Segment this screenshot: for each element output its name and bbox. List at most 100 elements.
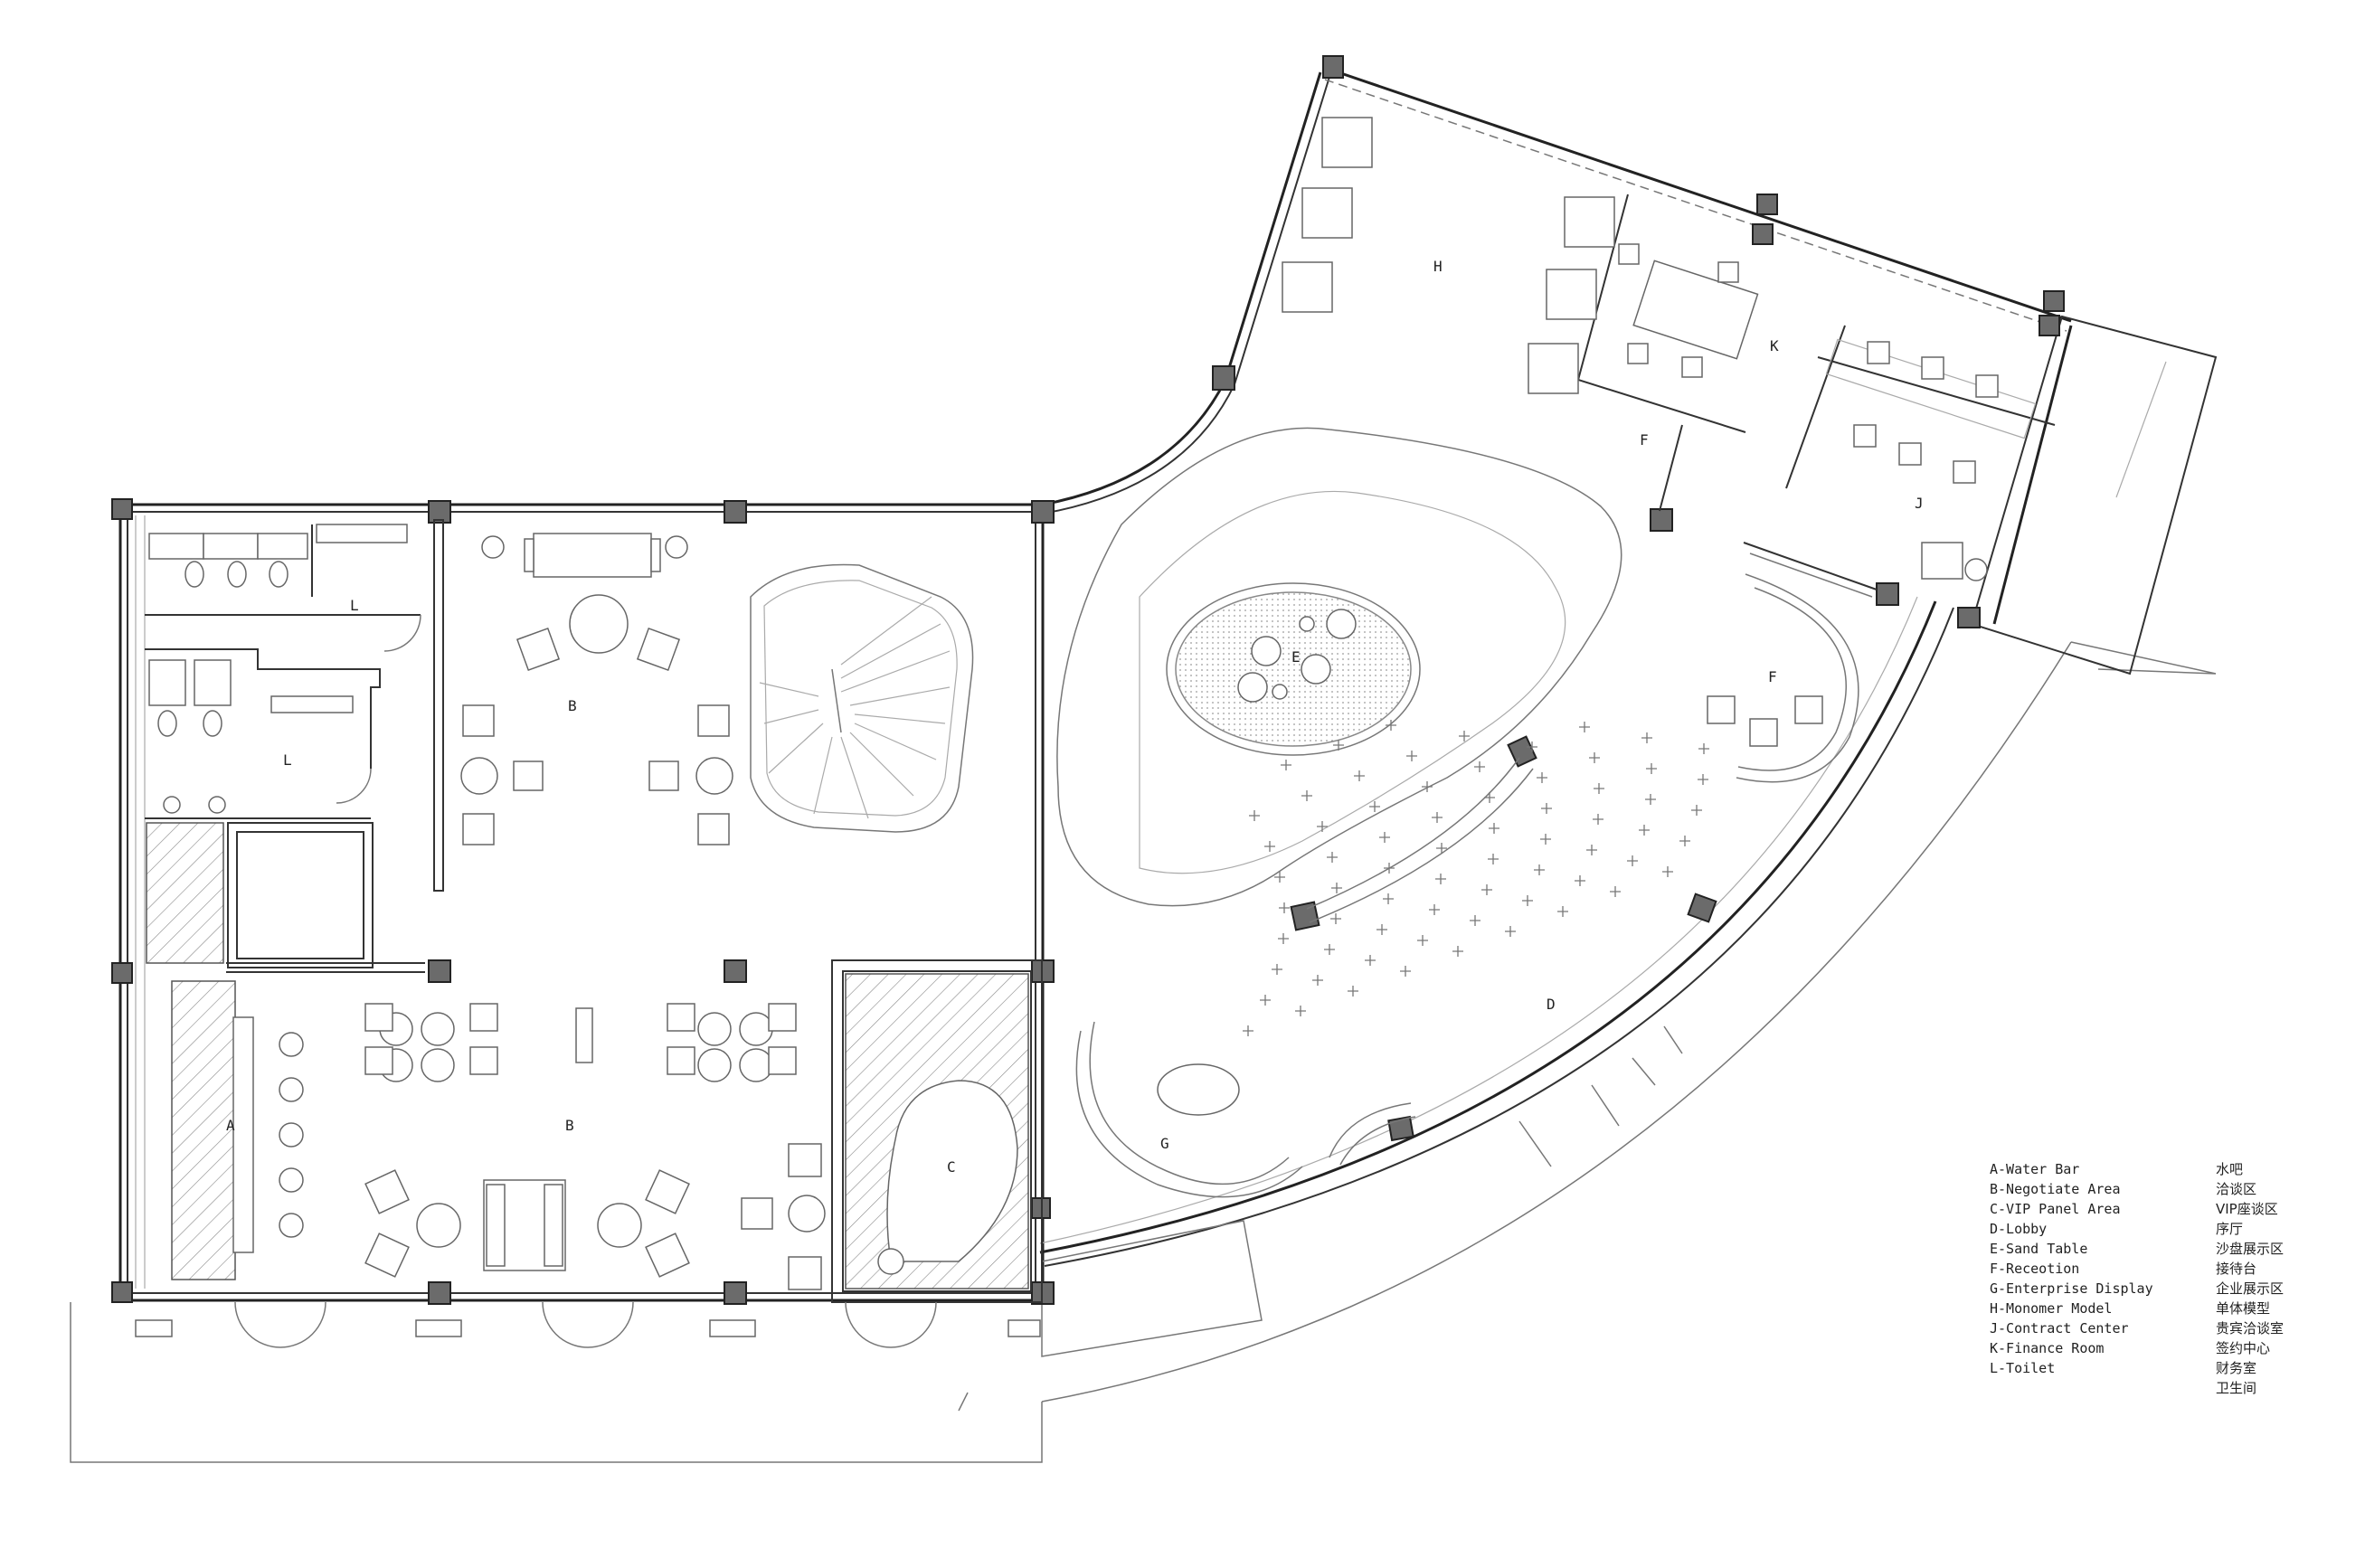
legend-english-label: G-Enterprise Display	[1990, 1280, 2153, 1297]
legend-english-label: E-Sand Table	[1990, 1241, 2088, 1257]
lobby-marker	[1589, 752, 1600, 763]
legend-english-label: J-Contract Center	[1990, 1320, 2129, 1337]
lobby-marker	[1369, 801, 1380, 812]
lobby-marker	[1376, 924, 1387, 935]
lobby-marker	[1354, 770, 1365, 781]
water-bar-floor	[146, 822, 254, 1280]
zone-label-E: E	[1291, 648, 1301, 666]
legend-chinese-label: 财务室	[2216, 1360, 2257, 1376]
legend-english-label: L-Toilet	[1990, 1360, 2056, 1376]
lobby-marker	[1575, 875, 1585, 886]
lobby-marker	[1384, 863, 1395, 874]
toilet-fixtures	[148, 524, 408, 814]
lobby-doors	[958, 1025, 1683, 1412]
zone-labels: A B B C D E F F G H J K L L	[226, 258, 1924, 1176]
legend-english-label: B-Negotiate Area	[1990, 1181, 2121, 1197]
lobby-islands	[1056, 427, 1622, 923]
site-boundary	[70, 641, 2217, 1463]
lobby-marker	[1379, 832, 1390, 843]
lobby-marker	[1645, 794, 1656, 805]
lobby-marker	[1406, 751, 1417, 761]
zone-label-L-lower: L	[283, 751, 292, 769]
lobby-marker	[1330, 913, 1341, 924]
legend-chinese-label: 单体模型	[2216, 1300, 2271, 1317]
structural-columns	[111, 55, 2065, 1305]
lobby-marker	[1470, 915, 1480, 926]
legend-english-label	[1990, 1378, 2216, 1398]
lobby-marker	[1400, 966, 1411, 977]
lobby-marker	[1260, 995, 1271, 1006]
lobby-marker	[1691, 805, 1702, 816]
zone-label-G: G	[1160, 1135, 1169, 1152]
lobby-marker	[1484, 792, 1495, 803]
legend-english-label: F-Receotion	[1990, 1261, 2080, 1277]
lobby-marker	[1301, 790, 1312, 801]
lobby-marker	[1627, 855, 1638, 866]
legend-row: E-Sand Table 沙盘展示区	[1990, 1239, 2315, 1259]
legend-row: F-Receotion 接待台	[1990, 1259, 2315, 1279]
lobby-marker	[1639, 825, 1650, 836]
interior-walls	[145, 194, 2056, 1303]
lobby-marker	[1662, 866, 1673, 877]
exterior-walls	[118, 66, 2218, 1357]
lobby-marker	[1534, 864, 1545, 875]
zone-label-D: D	[1547, 996, 1556, 1013]
zone-label-H: H	[1433, 258, 1443, 275]
lobby-marker	[1279, 902, 1290, 913]
monomer-model-displays	[1282, 117, 1615, 394]
lobby-marker	[1429, 904, 1440, 915]
lobby-marker	[1698, 743, 1709, 754]
lobby-marker	[1452, 946, 1463, 957]
lobby-marker	[1331, 883, 1342, 893]
zone-label-J: J	[1915, 495, 1924, 512]
lobby-marker	[1610, 886, 1621, 897]
legend-chinese-label: VIP座谈区	[2216, 1201, 2278, 1217]
lobby-marker	[1541, 803, 1552, 814]
lobby-marker	[1281, 760, 1291, 770]
zone-label-K: K	[1770, 337, 1779, 354]
lobby-marker	[1432, 812, 1443, 823]
zone-label-C: C	[947, 1158, 956, 1176]
legend-chinese-label: 卫生间	[2216, 1380, 2257, 1396]
lobby-marker	[1679, 836, 1690, 846]
lobby-marker	[1505, 926, 1516, 937]
lobby-marker	[1333, 740, 1344, 751]
lobby-marker	[1422, 781, 1433, 792]
lobby-marker	[1489, 823, 1499, 834]
lobby-marker	[1295, 1006, 1306, 1016]
lobby-marker	[1593, 814, 1603, 825]
lobby-marker	[1383, 893, 1394, 904]
lobby-marker	[1540, 834, 1551, 845]
lobby-marker	[1641, 732, 1652, 743]
south-entrance-doors	[135, 1301, 1041, 1348]
legend-chinese-label: 水吧	[2216, 1161, 2244, 1177]
lobby-marker	[1249, 810, 1260, 821]
lobby-marker	[1527, 741, 1537, 752]
lobby-marker	[1579, 722, 1590, 732]
lobby-marker	[1436, 843, 1447, 854]
lobby-marker	[1594, 783, 1604, 794]
lobby-marker	[1274, 872, 1285, 883]
finance-room-furniture	[1618, 243, 1759, 378]
legend-row: 卫生间	[1990, 1378, 2315, 1398]
lobby-marker	[1324, 944, 1335, 955]
legend-row: A-Water Bar 水吧	[1990, 1159, 2315, 1179]
lobby-marker	[1365, 955, 1376, 966]
legend-chinese-label: 序厅	[2216, 1221, 2244, 1237]
lobby-marker	[1435, 874, 1446, 884]
lobby-marker	[1243, 1025, 1253, 1036]
lobby-marker	[1646, 763, 1657, 774]
legend-row: L-Toilet 财务室	[1990, 1358, 2315, 1378]
legend-english-label: A-Water Bar	[1990, 1161, 2080, 1177]
vip-panel-floor	[845, 973, 1029, 1289]
legend-chinese-label: 接待台	[2216, 1261, 2257, 1277]
lobby-marker	[1272, 964, 1282, 975]
legend-chinese-label: 沙盘展示区	[2216, 1241, 2285, 1257]
lobby-marker	[1474, 761, 1485, 772]
